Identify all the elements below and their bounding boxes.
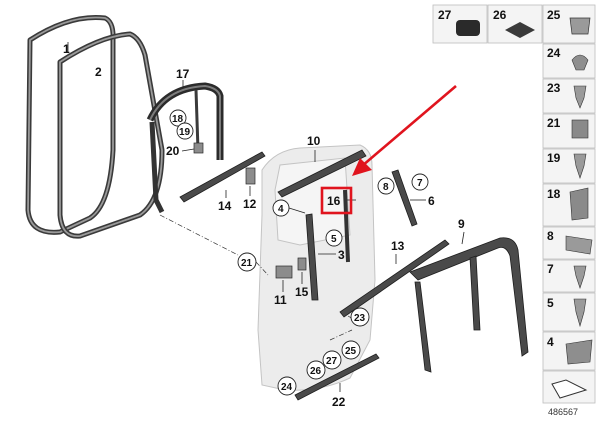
- callout-9: 9: [458, 217, 465, 231]
- handle-11: [275, 265, 293, 279]
- strip-6: [391, 169, 418, 227]
- callout-2: 2: [95, 65, 102, 79]
- callout-circle-19: 19: [176, 122, 194, 140]
- callout-circle-23: 23: [350, 307, 370, 327]
- pad-27-icon: [456, 20, 480, 36]
- callout-circle-5: 5: [325, 229, 343, 247]
- panel-label-23: 23: [547, 81, 561, 95]
- callout-circle-21: 21: [237, 252, 257, 272]
- callout-13: 13: [391, 239, 405, 253]
- svg-text:19: 19: [179, 127, 191, 138]
- callout-circle-26: 26: [306, 360, 326, 380]
- panel-label-21: 21: [547, 116, 561, 130]
- callout-1: 1: [63, 42, 70, 56]
- clip-18-icon: [569, 187, 589, 221]
- belt-strip-10: [277, 149, 367, 198]
- svg-text:18: 18: [172, 114, 184, 125]
- panel-label-27: 27: [438, 8, 452, 22]
- callout-3: 3: [338, 248, 345, 262]
- svg-text:4: 4: [278, 204, 284, 215]
- svg-text:7: 7: [417, 178, 423, 189]
- callout-circle-7: 7: [411, 173, 429, 191]
- callout-15: 15: [295, 285, 309, 299]
- callout-12: 12: [243, 197, 257, 211]
- view-arrow-icon: [551, 379, 588, 399]
- callout-circle-8: 8: [377, 177, 395, 195]
- svg-text:26: 26: [310, 366, 322, 377]
- panel-label-8: 8: [547, 229, 554, 243]
- svg-text:21: 21: [241, 258, 253, 269]
- screw-19-icon: [573, 153, 587, 179]
- sill-trim-22: [294, 353, 380, 401]
- callout-11: 11: [274, 293, 287, 307]
- callout-20: 20: [166, 144, 180, 158]
- nut-4-icon: [565, 339, 593, 365]
- panel-label-5: 5: [547, 296, 554, 310]
- pad-26-icon: [505, 22, 535, 38]
- callout-circle-18: 18: [169, 109, 187, 127]
- panel-label-7: 7: [547, 262, 554, 276]
- svg-text:27: 27: [326, 356, 338, 367]
- panel-label-26: 26: [493, 8, 507, 22]
- callout-circle-27: 27: [322, 350, 342, 370]
- clip-12: [245, 167, 256, 185]
- window-frame-trim: [146, 82, 224, 214]
- callout-22: 22: [332, 395, 346, 409]
- clip-20: [193, 142, 204, 154]
- nut-25-icon: [569, 17, 591, 35]
- panel-label-4: 4: [547, 335, 554, 349]
- red-arrow-pointer: [352, 85, 457, 176]
- callout-circle-24: 24: [277, 376, 297, 396]
- parts-panel: 27 26 25 24 23 21 19 18 8 7 5 4: [432, 4, 596, 404]
- callout-10: 10: [307, 134, 321, 148]
- screw-23-icon: [573, 85, 587, 109]
- panel-label-18: 18: [547, 187, 561, 201]
- callout-17: 17: [176, 67, 190, 81]
- svg-text:23: 23: [354, 313, 366, 324]
- clip-24-icon: [571, 54, 589, 71]
- highlight-box-16: [320, 186, 353, 215]
- svg-text:25: 25: [345, 346, 357, 357]
- bracket-8-icon: [565, 235, 593, 255]
- panel-label-24: 24: [547, 46, 561, 60]
- svg-text:8: 8: [383, 182, 389, 193]
- panel-label-19: 19: [547, 151, 561, 165]
- svg-text:5: 5: [331, 234, 337, 245]
- callout-16: 16: [327, 194, 341, 208]
- panel-label-25: 25: [547, 8, 561, 22]
- diagram-number: 486567: [548, 407, 578, 417]
- trim-strip-14: [179, 151, 266, 203]
- window-channel-9: [409, 237, 529, 373]
- svg-text:24: 24: [281, 382, 293, 393]
- callout-14: 14: [218, 199, 232, 213]
- strip-13: [339, 239, 450, 318]
- door-seal-outer: [25, 15, 116, 235]
- callout-circle-4: 4: [272, 199, 290, 217]
- callout-6: 6: [428, 194, 435, 208]
- door-seal-inner: [57, 31, 165, 239]
- screw-5-icon: [573, 298, 587, 328]
- clip-15: [297, 257, 307, 271]
- callout-circle-25: 25: [341, 340, 361, 360]
- pillar-trim-3: [305, 213, 319, 301]
- screw-7-icon: [573, 265, 587, 289]
- clip-21-icon: [571, 119, 589, 139]
